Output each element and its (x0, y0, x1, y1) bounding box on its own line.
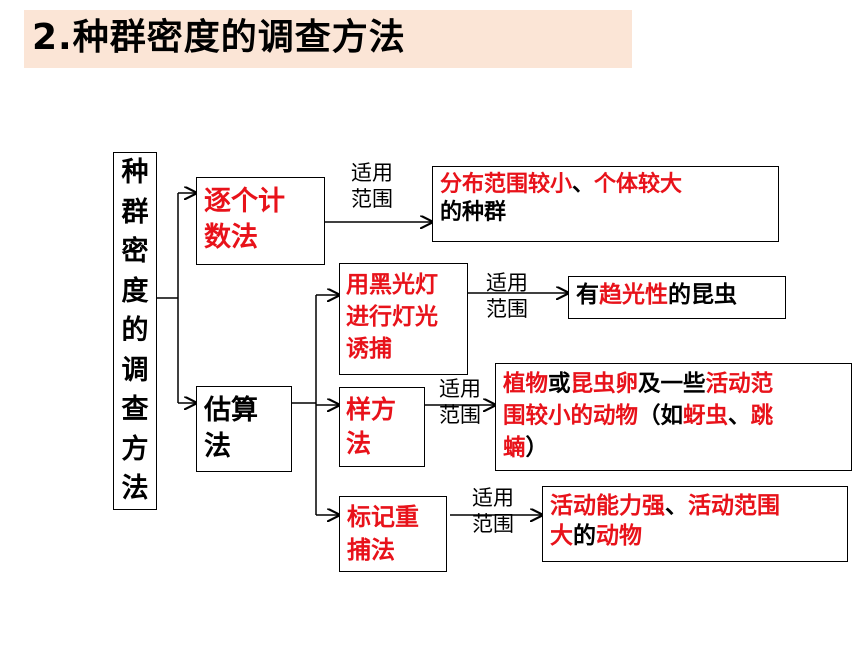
result-segment: 植物 (503, 371, 549, 397)
method-mark-box: 标记重 捕法 (339, 496, 447, 572)
main-topic-char: 法 (121, 473, 149, 505)
method-estimate-line-1: 估算 (204, 395, 258, 426)
result-light-box: 有趋光性的昆虫 (568, 276, 786, 319)
method-light-box: 用黑光灯 进行灯光 诱捕 (339, 263, 468, 375)
result-segment: 的 (573, 523, 596, 549)
result-quadrat-result-line1: 植物或昆虫卵及一些活动范 (503, 368, 847, 400)
result-segment: 活动范围 (688, 493, 780, 519)
result-mark-box: 活动能力强、活动范围大的动物 (542, 486, 848, 562)
result-count-box: 分布范围较小、个体较大的种群 (432, 166, 779, 242)
result-segment: 个体较大 (594, 172, 683, 197)
result-segment: 活动范 (705, 371, 774, 397)
method-quadrat-line-1: 样方 (346, 395, 397, 424)
result-quadrat-result-line2: 围较小的动物（如蚜虫、跳 (503, 400, 847, 432)
method-mark-line-1: 标记重 (347, 503, 419, 531)
result-quadrat-box: 植物或昆虫卵及一些活动范围较小的动物（如蚜虫、跳蝻） (495, 363, 852, 471)
result-segment: 昆虫卵 (570, 371, 639, 397)
apply-label-quadrat-line-1: 适用 (439, 377, 481, 401)
apply-label-light-line-1: 适用 (486, 271, 528, 295)
result-segment: 跳 (750, 403, 774, 429)
main-topic-char: 的 (121, 315, 149, 347)
result-segment: 、 (665, 493, 688, 519)
result-segment: 的种群 (440, 200, 507, 225)
result-count-result-line2: 的种群 (440, 199, 774, 227)
method-estimate-box: 估算 法 (196, 386, 292, 472)
result-segment: 活动能力强 (550, 493, 665, 519)
result-count-result-line1: 分布范围较小、个体较大 (440, 171, 774, 199)
method-light-line-1: 用黑光灯 (346, 272, 438, 298)
apply-label-count-line-1: 适用 (351, 161, 393, 185)
method-light-line-2: 进行灯光 (346, 304, 438, 330)
apply-label-mark-line-2: 范围 (472, 512, 514, 536)
result-segment: 动物 (596, 523, 642, 549)
apply-label-count: 适用 范围 (342, 160, 402, 212)
result-quadrat-result-line3: 蝻） (503, 432, 847, 464)
result-segment: 蝻 (503, 435, 526, 461)
apply-label-count-line-2: 范围 (351, 187, 393, 211)
result-segment: 、 (728, 403, 751, 429)
result-segment: 有 (576, 282, 599, 308)
result-mark-result-line2: 大的动物 (550, 521, 843, 551)
method-count-box: 逐个计 数法 (196, 177, 325, 265)
method-estimate-line-2: 法 (204, 431, 231, 462)
result-segment: （如 (638, 403, 684, 429)
result-segment: 围较小的动物 (503, 403, 639, 429)
result-segment: 、 (572, 172, 595, 197)
main-topic-char: 调 (121, 354, 149, 386)
result-light-result-line1: 有趋光性的昆虫 (576, 281, 781, 309)
main-topic-char: 查 (121, 394, 149, 426)
main-topic-char: 群 (121, 196, 149, 228)
result-segment: 大 (550, 523, 573, 549)
main-topic-char: 度 (121, 275, 149, 307)
method-count-line-1: 逐个计 (204, 186, 285, 217)
apply-label-mark: 适用 范围 (461, 485, 525, 537)
method-quadrat-box: 样方 法 (339, 387, 425, 467)
result-mark-result-line1: 活动能力强、活动范围 (550, 491, 843, 521)
main-topic-char: 密 (121, 236, 149, 268)
result-segment: ） (525, 435, 549, 461)
main-topic-char: 方 (121, 433, 149, 465)
result-segment: 分布范围较小 (440, 172, 573, 197)
result-segment: 趋光性 (599, 282, 668, 308)
method-quadrat-line-2: 法 (346, 429, 372, 458)
result-segment: 及一些 (638, 371, 706, 397)
main-topic-char: 种 (121, 157, 149, 189)
method-light-line-3: 诱捕 (346, 336, 392, 362)
result-segment: 或 (548, 371, 571, 397)
apply-label-quadrat-line-2: 范围 (439, 403, 481, 427)
result-segment: 蚜虫 (683, 403, 729, 429)
title-bar (24, 10, 632, 68)
result-segment: 的昆虫 (668, 282, 737, 308)
method-mark-line-2: 捕法 (347, 536, 395, 564)
apply-label-mark-line-1: 适用 (472, 486, 514, 510)
apply-label-quadrat: 适用 范围 (428, 376, 492, 428)
page-title: 2.种群密度的调查方法 (32, 17, 406, 58)
apply-label-light: 适用 范围 (474, 270, 540, 322)
apply-label-light-line-2: 范围 (486, 297, 528, 321)
main-topic-box: 种群密度的调查方法 (113, 152, 157, 510)
method-count-line-2: 数法 (204, 222, 258, 253)
